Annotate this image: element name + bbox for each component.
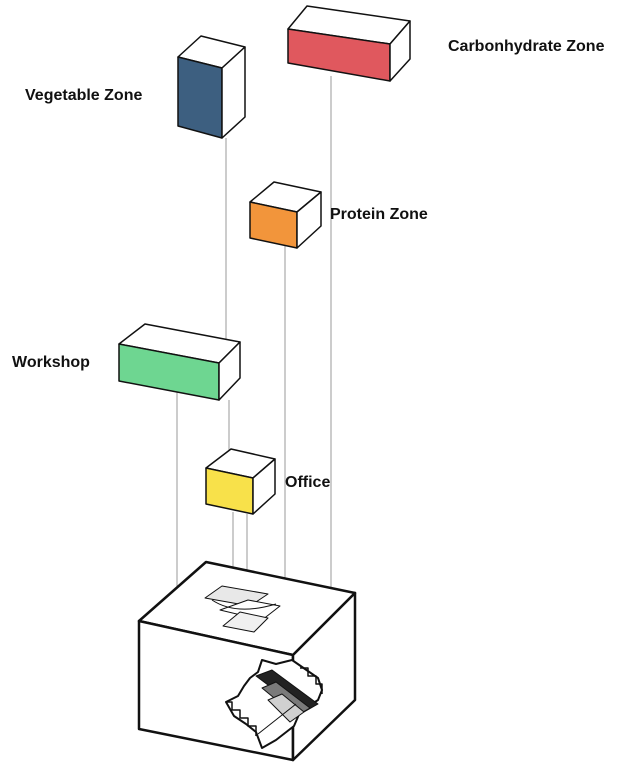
stair-cutaway [225, 659, 323, 749]
workshop-box [118, 323, 241, 401]
label-carbohydrate-zone: Carbonhydrate Zone [448, 38, 605, 55]
base-building [137, 560, 357, 762]
office-box [205, 448, 276, 515]
roof-feature [204, 585, 281, 633]
roof-feature-curve [211, 599, 277, 610]
carbohydrate-zone-box [287, 5, 411, 82]
office-side-face [252, 458, 276, 515]
stair-profile [300, 667, 323, 694]
stair-profile-lower [226, 701, 257, 736]
carbohydrate-side-face [389, 20, 411, 82]
vegetable-side-face [221, 46, 246, 139]
protein-zone-box [249, 181, 322, 249]
vegetable-front-face [177, 56, 223, 139]
projection-lines [176, 76, 332, 700]
label-workshop: Workshop [12, 354, 90, 371]
roof-feature-shape-3 [222, 611, 269, 633]
vegetable-zone-box [177, 35, 246, 139]
stair-diagonal [257, 703, 297, 735]
label-protein-zone: Protein Zone [330, 206, 428, 223]
protein-side-face [296, 191, 322, 249]
workshop-side-face [218, 341, 241, 401]
label-office: Office [285, 474, 330, 491]
label-vegetable-zone: Vegetable Zone [25, 87, 142, 104]
